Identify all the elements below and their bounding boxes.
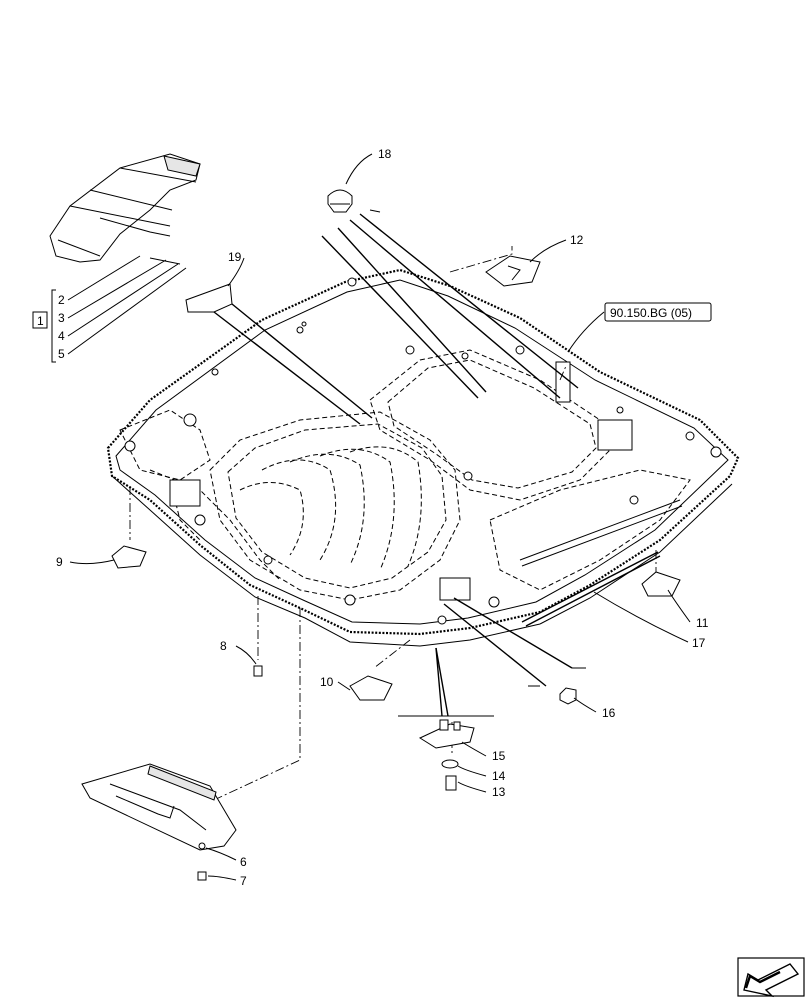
part-8-screw [253, 665, 263, 677]
callout-8: 8 [220, 639, 227, 653]
front-box-left [169, 479, 201, 507]
callout-9: 9 [56, 555, 63, 569]
reference-label[interactable]: 90.150.BG (05) [610, 306, 692, 320]
callout-12: 12 [570, 233, 584, 247]
callout-17: 17 [692, 636, 706, 650]
callout-16: 16 [602, 706, 616, 720]
callout-14: 14 [492, 769, 506, 783]
callout-leaders [51, 153, 691, 881]
callout-1-box: 1 [32, 311, 48, 329]
part-13-bolt [445, 775, 457, 791]
callout-18: 18 [378, 147, 392, 161]
callout-2: 2 [58, 293, 65, 307]
part-2-panel [49, 153, 201, 263]
part-18-cap [327, 189, 353, 213]
part-19-pad [185, 283, 233, 313]
callout-1: 1 [37, 314, 44, 328]
callout-7: 7 [240, 874, 247, 888]
callouts: 2 3 4 5 18 19 12 9 8 10 16 11 17 15 14 1… [56, 147, 709, 888]
part-9-pad [111, 545, 147, 569]
part-15-bracket [418, 719, 475, 749]
arrow-left-down-icon[interactable] [737, 957, 805, 998]
callout-19: 19 [228, 250, 242, 264]
part-11-pad [641, 571, 681, 597]
callout-4: 4 [58, 329, 65, 343]
callout-13: 13 [492, 785, 506, 799]
part-16-nut [559, 687, 577, 705]
callout-11: 11 [696, 616, 709, 630]
callout-3: 3 [58, 311, 65, 325]
part-6-panel [81, 763, 237, 851]
roof-assembly [106, 268, 740, 647]
callout-6: 6 [240, 855, 247, 869]
leader-lines [129, 209, 661, 801]
callout-15: 15 [492, 749, 506, 763]
part-7-screw [197, 871, 207, 881]
part-12-pad [485, 255, 541, 287]
reference-box[interactable]: 90.150.BG (05) [604, 302, 712, 322]
rear-box [597, 419, 633, 451]
roof-ribs [239, 446, 422, 571]
part-14-washer [441, 759, 459, 769]
front-box-center [439, 577, 471, 601]
callout-10: 10 [320, 675, 334, 689]
part-10-pad [349, 675, 393, 701]
callout-5: 5 [58, 347, 65, 361]
mount-bosses [124, 277, 722, 625]
